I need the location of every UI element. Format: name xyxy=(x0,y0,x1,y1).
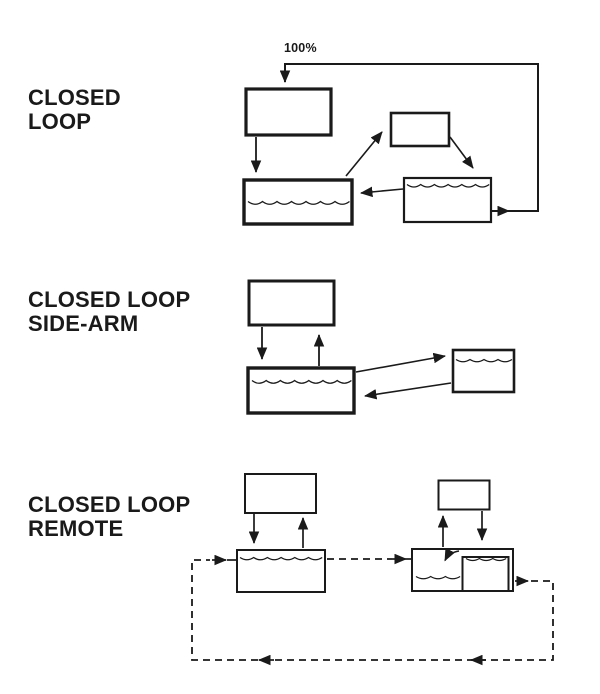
title-line: REMOTE xyxy=(28,516,124,541)
water-level-wave xyxy=(239,556,323,561)
title-line: CLOSED xyxy=(28,85,121,110)
dashed-return-loop xyxy=(191,559,554,661)
spill-arrow xyxy=(444,547,460,562)
section-title-side-arm: CLOSED LOOP SIDE-ARM xyxy=(28,288,190,336)
title-line: LOOP xyxy=(28,109,92,134)
main-tank xyxy=(242,178,354,226)
water-level-wave xyxy=(455,358,513,363)
right-supply-box xyxy=(437,479,491,511)
water-level-wave xyxy=(415,575,461,580)
water-level-wave xyxy=(251,379,352,384)
supply-box xyxy=(247,279,336,327)
side-arm-diagram xyxy=(246,279,516,415)
side-arm-tank xyxy=(451,348,516,394)
side-arm-return-arrow xyxy=(364,382,452,400)
percent-label: 100% xyxy=(284,41,317,55)
left-tank xyxy=(236,549,326,593)
tank-to-side-arm-arrow xyxy=(355,352,446,373)
main-tank xyxy=(246,366,356,415)
water-level-wave xyxy=(406,183,490,188)
supply-box xyxy=(244,87,333,137)
return-loop-line xyxy=(279,63,539,212)
tank-return-arrow xyxy=(360,186,404,198)
water-level-wave xyxy=(465,557,507,562)
circulation-to-tank-arrow xyxy=(449,136,474,169)
remote-diagram xyxy=(191,473,554,666)
title-line: SIDE-ARM xyxy=(28,311,139,336)
tank-to-circulation-arrow xyxy=(345,131,383,177)
title-line: CLOSED LOOP xyxy=(28,492,191,517)
circulation-box xyxy=(389,111,451,148)
closed-loop-diagram xyxy=(242,63,539,226)
left-supply-box xyxy=(244,473,317,514)
remote-tank-inner xyxy=(461,556,510,592)
water-level-wave xyxy=(247,200,350,205)
section-title-closed-loop: CLOSED LOOP xyxy=(28,86,121,134)
secondary-tank xyxy=(402,176,493,224)
title-line: CLOSED LOOP xyxy=(28,287,191,312)
section-title-remote: CLOSED LOOP REMOTE xyxy=(28,493,190,541)
